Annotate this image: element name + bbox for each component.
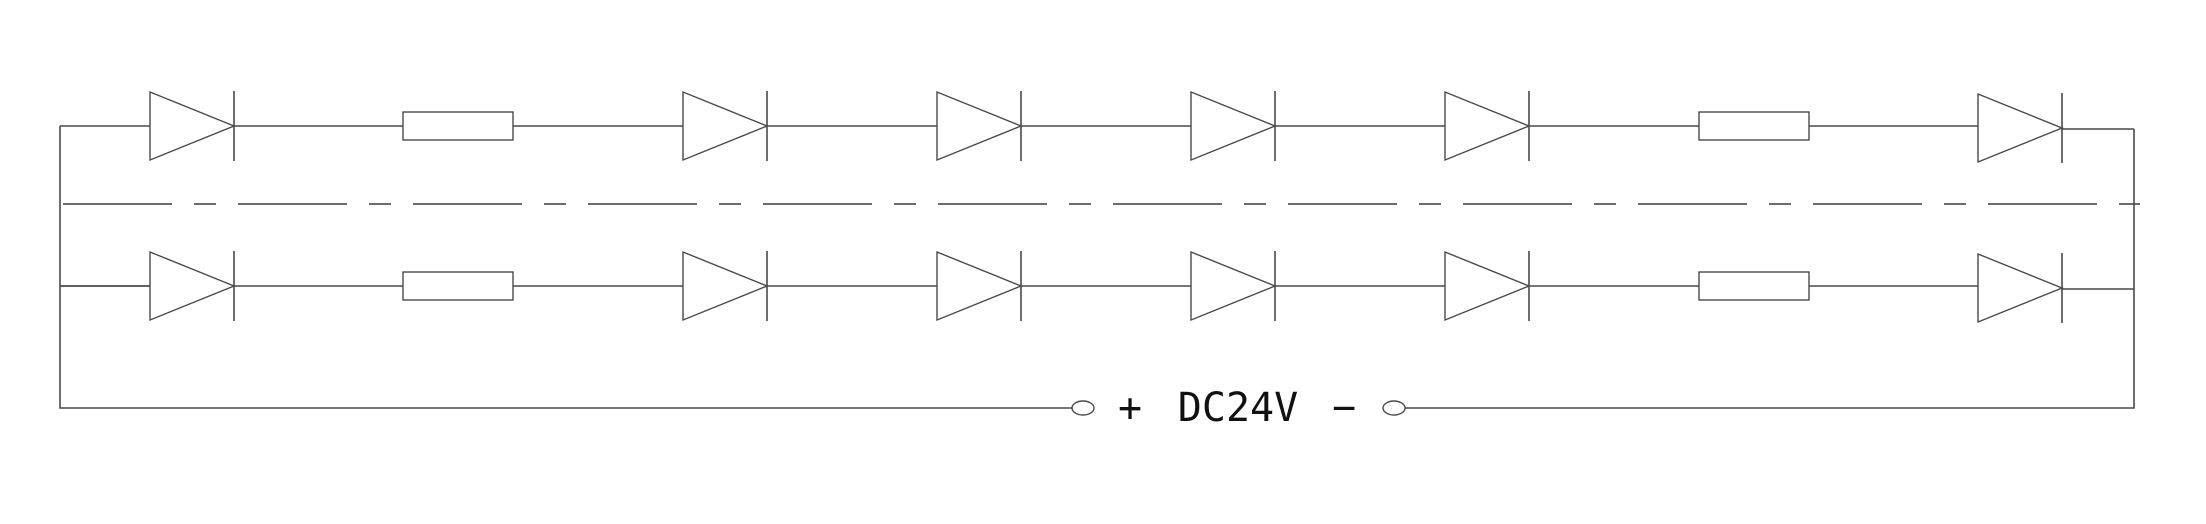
lower-string: [60, 250, 2134, 324]
diode-symbol: [682, 90, 769, 162]
diode-symbol: [149, 250, 236, 322]
resistor-symbol: [402, 111, 514, 141]
right-bus-wire: [1405, 129, 2135, 409]
resistor-symbol: [1698, 111, 1810, 141]
diode-triangle: [1977, 252, 2064, 324]
diode-triangle: [682, 250, 769, 322]
diode-triangle: [1444, 90, 1531, 162]
diode-symbol: [1444, 90, 1531, 162]
diode-triangle: [1190, 90, 1277, 162]
left-bus-wire: [59, 126, 1072, 409]
upper-string: [60, 90, 2134, 164]
negative-terminal: [1382, 400, 1406, 416]
resistor-symbol: [1698, 271, 1810, 301]
diode-triangle: [682, 90, 769, 162]
diode-symbol: [1977, 92, 2064, 164]
diode-symbol: [936, 250, 1023, 322]
diode-symbol: [1190, 90, 1277, 162]
diode-triangle: [1977, 92, 2064, 164]
resistor-symbol: [402, 271, 514, 301]
diode-symbol: [149, 90, 236, 162]
diode-symbol: [1977, 252, 2064, 324]
diode-triangle: [936, 250, 1023, 322]
diode-triangle: [1190, 250, 1277, 322]
supply-voltage-label: DC24V: [1178, 385, 1298, 431]
diode-triangle: [1444, 250, 1531, 322]
led-rows: [60, 90, 2134, 324]
diode-symbol: [936, 90, 1023, 162]
diode-symbol: [682, 250, 769, 322]
plus-sign: +: [1118, 385, 1142, 431]
diode-triangle: [936, 90, 1023, 162]
diode-triangle: [149, 90, 236, 162]
diode-triangle: [149, 250, 236, 322]
diode-symbol: [1444, 250, 1531, 322]
positive-terminal: [1071, 400, 1095, 416]
minus-sign: −: [1332, 385, 1356, 431]
diode-symbol: [1190, 250, 1277, 322]
